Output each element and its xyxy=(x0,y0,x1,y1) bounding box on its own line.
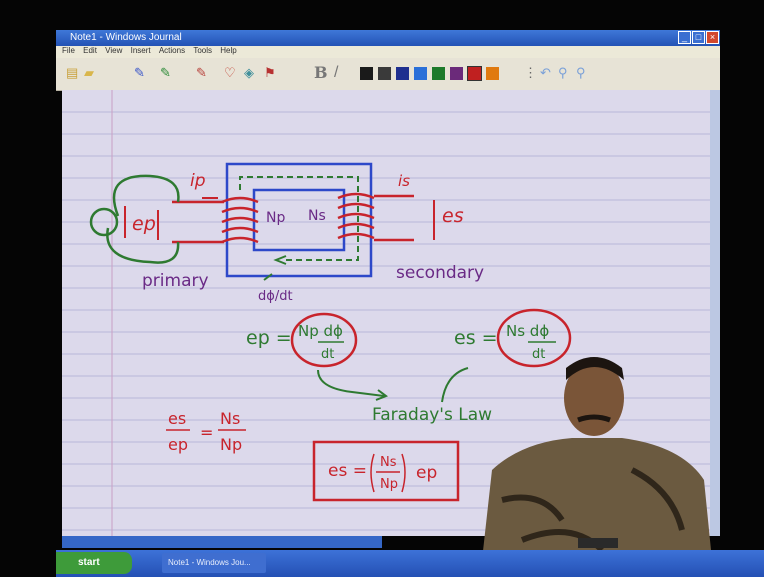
flux-arrow xyxy=(273,255,287,265)
flag-icon[interactable]: ⚑ xyxy=(264,65,276,80)
lasso-icon[interactable]: ♡ xyxy=(224,65,236,80)
menu-file[interactable]: File xyxy=(62,46,75,55)
presenter-video-overlay xyxy=(482,357,712,560)
result-parens xyxy=(370,453,406,493)
close-button[interactable]: × xyxy=(706,31,719,44)
color-swatch-red[interactable] xyxy=(467,66,482,81)
start-button[interactable]: start xyxy=(56,552,132,574)
eraser-icon[interactable]: ✎ xyxy=(196,65,207,80)
ratio-num-right: Ns xyxy=(220,409,240,428)
presenter-hair xyxy=(566,357,624,380)
secondary-winding xyxy=(337,192,375,240)
menu-view[interactable]: View xyxy=(105,46,123,55)
primary-winding xyxy=(221,196,259,244)
menu-insert[interactable]: Insert xyxy=(130,46,151,55)
dphidt-pointer xyxy=(263,273,273,281)
result-box xyxy=(312,440,460,502)
color-swatch-black[interactable] xyxy=(360,67,373,80)
result-left: es = xyxy=(328,461,367,481)
bold-button[interactable]: B xyxy=(314,63,328,82)
horizontal-scrollbar[interactable] xyxy=(62,536,382,548)
result-right: ep xyxy=(416,463,437,483)
dphidt-label: dϕ/dt xyxy=(258,289,293,304)
color-swatch-green[interactable] xyxy=(432,67,445,80)
ratio-den-right: Np xyxy=(220,435,242,454)
eq1-bottom: dt xyxy=(321,347,334,362)
presenter-shirt xyxy=(482,438,712,560)
eq2-bottom: dt xyxy=(532,347,545,362)
minimize-button[interactable]: _ xyxy=(678,31,691,44)
eq1-circle xyxy=(290,312,358,368)
ep-label: ep xyxy=(132,213,156,235)
menu-actions[interactable]: Actions xyxy=(158,46,186,55)
np-label: Np xyxy=(266,210,285,226)
search-icon[interactable]: ⚲ xyxy=(576,65,586,80)
eq1-top: Np dϕ xyxy=(298,322,343,340)
italic-button[interactable]: / xyxy=(334,64,339,81)
eq2-left: es = xyxy=(454,327,498,349)
source-loop xyxy=(106,174,180,264)
faraday-arrowhead-left xyxy=(375,389,389,401)
color-swatch-navy[interactable] xyxy=(396,67,409,80)
eq1-left: ep = xyxy=(246,327,292,349)
primary-label: primary xyxy=(142,271,209,291)
is-label: is xyxy=(398,172,410,190)
ip-label: ip xyxy=(190,171,206,191)
result-num: Ns xyxy=(380,455,397,470)
zoom-icon[interactable]: ⚲ xyxy=(558,65,568,80)
ratio-num-left: es xyxy=(168,409,186,428)
color-swatch-gray[interactable] xyxy=(378,67,391,80)
eq2-circle xyxy=(496,308,572,368)
color-swatch-orange[interactable] xyxy=(486,67,499,80)
taskbar: start Note1 - Windows Jou... xyxy=(56,550,764,577)
menu-dots-icon[interactable]: ⋮ xyxy=(524,65,537,80)
presenter-moustache xyxy=(577,414,611,423)
highlighter-icon[interactable]: ✎ xyxy=(160,65,171,80)
undo-icon[interactable]: ↶ xyxy=(540,65,551,80)
menu-help[interactable]: Help xyxy=(220,46,237,55)
menu-tools[interactable]: Tools xyxy=(193,46,212,55)
menu-edit[interactable]: Edit xyxy=(83,46,97,55)
ratio-den-left: ep xyxy=(168,435,188,454)
faraday-arrow-left xyxy=(317,369,385,397)
color-swatch-purple[interactable] xyxy=(450,67,463,80)
window-title: Note1 - Windows Journal xyxy=(70,32,182,43)
faraday-label: Faraday's Law xyxy=(372,405,492,425)
color-swatch-blue[interactable] xyxy=(414,67,427,80)
toolbar: ▤ ▰ ✎ ✎ ✎ ♡ ◈ ⚑ B / ⋮ ↶ ⚲ ⚲ xyxy=(56,58,720,91)
insert-space-icon[interactable]: ◈ xyxy=(244,65,254,80)
faraday-arrow-right xyxy=(441,367,469,403)
new-note-icon[interactable]: ▤ xyxy=(66,65,79,80)
es-label: es xyxy=(442,205,464,227)
title-bar: Note1 - Windows Journal _ □ × xyxy=(56,30,720,46)
menu-bar: File Edit View Insert Actions Tools Help xyxy=(56,46,720,58)
maximize-button[interactable]: □ xyxy=(692,31,705,44)
eq2-top: Ns dϕ xyxy=(506,322,549,340)
source-icon xyxy=(89,207,119,237)
open-folder-icon[interactable]: ▰ xyxy=(84,65,94,80)
vertical-scrollbar[interactable] xyxy=(710,90,720,536)
taskbar-item-journal[interactable]: Note1 - Windows Jou... xyxy=(162,553,266,573)
secondary-label: secondary xyxy=(396,263,484,283)
ns-label: Ns xyxy=(308,208,326,224)
flux-path xyxy=(239,176,359,261)
presenter-pen xyxy=(578,538,618,548)
ratio-equals: = xyxy=(200,423,213,442)
pen-icon[interactable]: ✎ xyxy=(134,65,145,80)
result-den: Np xyxy=(380,477,398,492)
